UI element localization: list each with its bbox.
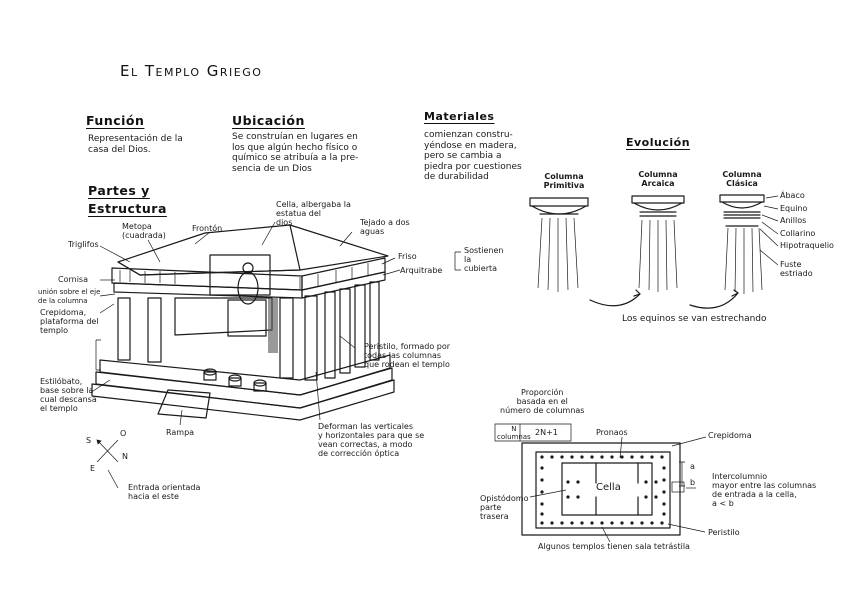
temple-drawing — [91, 224, 395, 421]
plan-leaders — [494, 423, 707, 543]
compass-n: N — [122, 452, 128, 461]
plan-ratio-right: 2N+1 — [535, 428, 558, 437]
part-equino: Equino — [780, 204, 808, 213]
evolucion-note: Los equinos se van estrechando — [622, 314, 767, 324]
part-abaco: Ábaco — [780, 191, 805, 200]
column-label-clasica: Columna Clásica — [722, 170, 762, 188]
column-primitiva — [529, 197, 589, 292]
label-cella: Cella, albergaba la estatua del dios — [276, 200, 351, 227]
plan-intercolumnio: Intercolumnio mayor entre las columnas d… — [712, 472, 817, 508]
column-label-arcaica: Columna Arcaica — [638, 170, 678, 188]
compass-rose — [96, 439, 119, 463]
column-part-leaders — [759, 195, 779, 266]
part-collarino: Collarino — [780, 229, 816, 238]
partes-heading: Partes y Estructura — [88, 183, 167, 216]
plan-b: b — [690, 478, 696, 487]
label-peristilo: Peristilo, formado por todas las columna… — [364, 342, 451, 369]
label-arquitrabe: Arquitrabe — [400, 266, 443, 275]
column-clasica — [719, 194, 765, 294]
part-hipotraquelio: Hipotraquelio — [780, 241, 834, 250]
plan-proporcion: Proporción basada en el número de column… — [500, 388, 585, 415]
plan-pronaos: Pronaos — [596, 428, 628, 437]
ubicacion-heading: Ubicación — [232, 113, 305, 128]
evolucion-heading: Evolución — [626, 136, 691, 149]
label-deforman: Deforman las verticales y horizontales p… — [318, 422, 425, 458]
label-union: unión sobre el eje de la columna — [38, 288, 101, 305]
funcion-text: Representación de la casa del Dios. — [88, 134, 183, 155]
plan-a: a — [690, 462, 695, 471]
compass-e: E — [90, 464, 96, 473]
label-estilobato: Estilóbato, base sobre la cual descansa … — [40, 377, 97, 413]
plan-ratio-left: N columnas — [497, 425, 531, 441]
statue-figure — [227, 262, 267, 337]
column-label-primitiva: Columna Primitiva — [543, 172, 585, 190]
page-title: El Templo Griego — [120, 62, 263, 80]
label-metopa: Metopa (cuadrada) — [122, 222, 166, 240]
part-anillos: Anillos — [780, 216, 807, 225]
ubicacion-text: Se construían en lugares en los que algú… — [232, 132, 359, 174]
plan-crepidoma: Crepidoma — [708, 431, 752, 440]
compass-o: O — [120, 429, 127, 438]
label-entrada: Entrada orientada hacia el este — [128, 483, 201, 501]
plan-peristilo: Peristilo — [708, 528, 740, 537]
column-arcaica — [631, 195, 685, 292]
label-rampa: Rampa — [166, 428, 195, 437]
materiales-heading: Materiales — [424, 110, 495, 123]
plan-columns — [540, 455, 666, 525]
plan-cella: Cella — [596, 482, 621, 493]
plan-opistodomo: Opistódomo parte trasera — [480, 494, 529, 521]
floor-plan — [521, 442, 696, 536]
evolution-arrows — [589, 289, 739, 309]
label-fronton: Frontón — [192, 224, 223, 233]
label-tejado: Tejado a dos aguas — [360, 218, 410, 236]
compass-s: S — [86, 436, 92, 445]
label-triglifos: Triglifos — [68, 240, 99, 249]
plan-tetrastila: Algunos templos tienen sala tetrástila — [538, 542, 690, 551]
entrada-arrow — [107, 469, 119, 489]
funcion-heading: Función — [86, 113, 145, 128]
materiales-text: comienzan constru- yéndose en madera, pe… — [424, 130, 522, 182]
temple-leader-lines — [89, 221, 461, 426]
label-sostienen: Sostienen la cubierta — [464, 246, 504, 273]
label-cornisa: Cornisa — [58, 275, 88, 284]
label-crepidoma: Crepidoma, plataforma del templo — [40, 308, 99, 335]
label-friso: Friso — [398, 252, 417, 261]
part-fuste: Fuste estriado — [780, 260, 813, 278]
